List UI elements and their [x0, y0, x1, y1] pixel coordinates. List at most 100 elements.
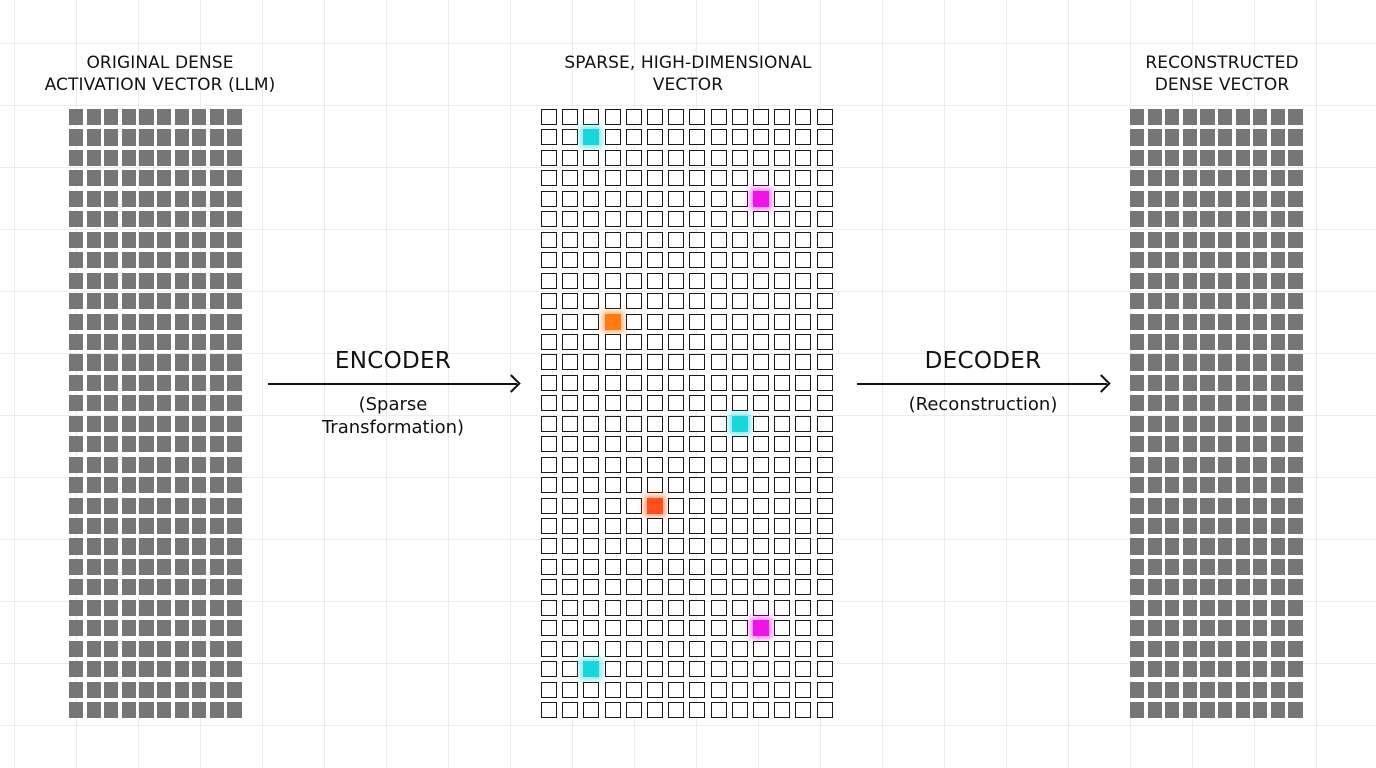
sparse-inactive-cell [689, 538, 706, 555]
sparse-inactive-cell [604, 518, 621, 534]
original-dense-cell [69, 149, 84, 167]
reconstructed-dense-cell [1253, 170, 1268, 187]
sparse-inactive-cell [774, 395, 791, 412]
reconstructed-dense-cell [1270, 702, 1285, 719]
sparse-inactive-cell [753, 252, 769, 269]
original-dense-cell [227, 538, 242, 555]
reconstructed-dense-cell [1147, 497, 1162, 514]
original-dense-cell [157, 293, 172, 310]
reconstructed-dense-cell [1253, 620, 1268, 637]
sparse-inactive-cell [625, 640, 642, 657]
reconstructed-dense-cell [1288, 272, 1303, 289]
reconstructed-dense-cell [1218, 170, 1233, 187]
reconstructed-dense-cell [1182, 620, 1197, 637]
sparse-inactive-cell [541, 477, 557, 494]
original-dense-cell [157, 149, 172, 167]
original-dense-cell [174, 272, 189, 289]
sparse-inactive-cell [562, 558, 579, 575]
sparse-inactive-cell [774, 109, 791, 125]
sparse-inactive-cell [774, 477, 791, 494]
sparse-inactive-cell [795, 477, 812, 494]
original-dense-cell [157, 497, 172, 514]
reconstructed-dense-cell [1218, 640, 1233, 657]
original-dense-cell [192, 436, 207, 453]
original-dense-cell [121, 497, 136, 514]
decoder-sublabel: (Reconstruction) [908, 394, 1058, 415]
original-dense-cell [209, 579, 224, 596]
original-dense-cell [104, 252, 119, 269]
original-dense-cell [86, 599, 101, 616]
reconstructed-dense-cell [1200, 190, 1215, 207]
original-dense-cell [209, 456, 224, 473]
reconstructed-dense-cell [1147, 661, 1162, 678]
sparse-inactive-cell [753, 661, 769, 678]
reconstructed-dense-cell [1147, 109, 1162, 126]
sparse-inactive-cell [668, 436, 685, 453]
original-dense-cell [209, 702, 224, 719]
reconstructed-dense-cell [1147, 231, 1162, 248]
original-dense-cell [157, 436, 172, 453]
reconstructed-dense-cell [1165, 313, 1180, 330]
sparse-inactive-cell [731, 129, 748, 146]
sparse-inactive-cell [710, 374, 727, 391]
reconstructed-dense-cell [1253, 129, 1268, 146]
original-dense-cell [209, 436, 224, 453]
original-dense-cell [104, 313, 119, 330]
reconstructed-dense-cell [1130, 190, 1145, 207]
reconstructed-dense-cell [1288, 640, 1303, 657]
sparse-inactive-cell [710, 661, 727, 678]
original-dense-cell [104, 149, 119, 167]
sparse-inactive-cell [795, 293, 812, 309]
reconstructed-dense-cell [1182, 395, 1197, 412]
original-dense-cell [174, 252, 189, 269]
sparse-inactive-cell [604, 395, 621, 412]
reconstructed-dense-cell [1270, 211, 1285, 228]
original-dense-cell [174, 681, 189, 698]
sparse-inactive-cell [774, 252, 791, 269]
sparse-inactive-cell [710, 170, 727, 187]
reconstructed-dense-cell [1218, 374, 1233, 391]
original-dense-cell [69, 129, 84, 146]
reconstructed-dense-cell [1288, 558, 1303, 576]
original-dense-cell [139, 456, 154, 473]
sparse-inactive-cell [647, 456, 663, 473]
sparse-inactive-cell [647, 354, 663, 371]
original-dense-cell [157, 272, 172, 289]
reconstructed-dense-cell [1235, 415, 1250, 432]
sparse-inactive-cell [668, 231, 685, 248]
original-dense-cell [104, 211, 119, 228]
original-dense-cell [139, 436, 154, 453]
reconstructed-dense-cell [1200, 518, 1215, 535]
sparse-inactive-cell [753, 640, 769, 657]
reconstructed-dense-cell [1165, 497, 1180, 514]
sparse-inactive-cell [731, 456, 748, 473]
reconstructed-dense-cell [1165, 231, 1180, 248]
original-dense-cell [227, 374, 242, 391]
original-dense-cell [174, 293, 189, 310]
sparse-inactive-cell [583, 354, 600, 371]
original-dense-cell [209, 558, 224, 576]
original-dense-cell [86, 211, 101, 228]
sparse-inactive-cell [816, 293, 833, 309]
original-dense-cell [139, 129, 154, 146]
reconstructed-dense-cell [1288, 149, 1303, 167]
reconstructed-dense-cell [1130, 211, 1145, 228]
original-dense-cell [157, 109, 172, 126]
sparse-inactive-cell [795, 231, 812, 248]
original-dense-cell [69, 374, 84, 391]
sparse-inactive-cell [689, 640, 706, 657]
sparse-inactive-cell [731, 436, 748, 453]
sparse-inactive-cell [689, 354, 706, 371]
original-dense-cell [121, 558, 136, 576]
original-dense-cell [104, 599, 119, 616]
sparse-inactive-cell [647, 170, 663, 187]
original-dense-cell [157, 538, 172, 555]
original-dense-cell [174, 109, 189, 126]
original-dense-cell [121, 518, 136, 535]
sparse-inactive-cell [731, 477, 748, 494]
original-dense-cell [139, 640, 154, 657]
original-dense-cell [192, 395, 207, 412]
reconstructed-dense-cell [1253, 109, 1268, 126]
sparse-inactive-cell [731, 333, 748, 350]
original-dense-cell [69, 395, 84, 412]
